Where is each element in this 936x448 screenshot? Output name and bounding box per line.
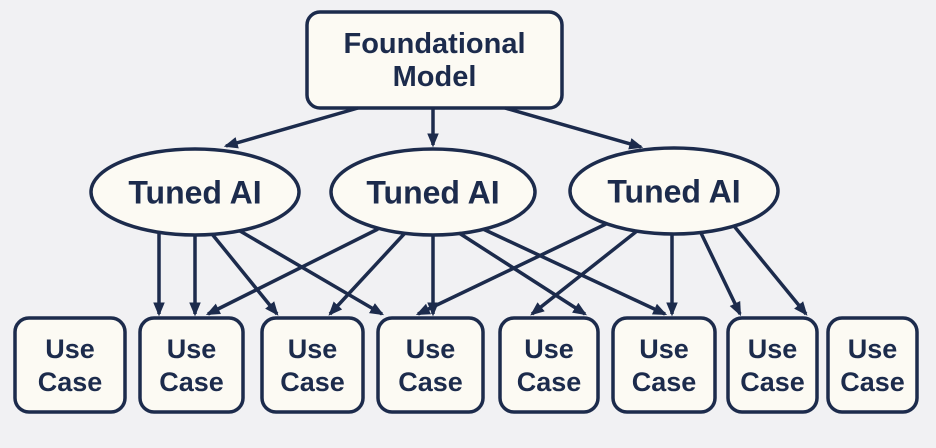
arrow-tuned-3-to-use-case-5 xyxy=(530,229,639,316)
arrow-tuned-2-to-use-case-5 xyxy=(458,231,587,316)
use-case-6-node xyxy=(611,316,717,414)
arrow-root-to-tuned-3 xyxy=(504,106,644,150)
use-case-4-label-line2: Case xyxy=(398,367,463,397)
use-case-4-node xyxy=(376,316,485,414)
use-case-7-node xyxy=(726,316,819,414)
use-case-8-label-line1: Use xyxy=(848,334,898,364)
use-case-2-label-line1: Use xyxy=(167,334,217,364)
use-case-5-label-line1: Use xyxy=(524,334,574,364)
arrow-tuned-3-to-use-case-7 xyxy=(699,232,742,317)
arrow-tuned-2-to-use-case-6 xyxy=(482,227,668,316)
use-case-5-node xyxy=(498,316,600,414)
use-case-4-label-line1: Use xyxy=(406,334,456,364)
tuned-1-label: Tuned AI xyxy=(128,175,261,211)
arrow-tuned-3-to-use-case-4 xyxy=(415,222,607,316)
foundational-model-node xyxy=(305,10,564,110)
use-case-3-node xyxy=(260,316,365,414)
tuned-3-label: Tuned AI xyxy=(607,174,740,210)
arrow-tuned-2-to-use-case-3 xyxy=(328,231,407,316)
use-case-6-label-line2: Case xyxy=(632,367,697,397)
use-case-1-label-line1: Use xyxy=(45,334,95,364)
arrow-tuned-2-to-use-case-2 xyxy=(205,227,379,316)
use-case-2-node xyxy=(138,316,245,414)
use-case-7-label-line2: Case xyxy=(740,367,805,397)
arrow-root-to-tuned-1 xyxy=(223,106,359,149)
tuned-3-node xyxy=(568,146,780,236)
root-label-line1: Foundational xyxy=(343,28,525,60)
use-case-3-label-line1: Use xyxy=(288,334,338,364)
arrow-tuned-1-to-use-case-4 xyxy=(239,229,385,316)
arrow-tuned-1-to-use-case-3 xyxy=(210,232,279,316)
tuned-2-label: Tuned AI xyxy=(366,175,499,211)
use-case-8-node xyxy=(826,316,919,414)
use-case-1-label-line2: Case xyxy=(38,367,103,397)
use-case-8-label-line2: Case xyxy=(840,367,905,397)
use-case-7-label-line1: Use xyxy=(748,334,798,364)
use-case-2-label-line2: Case xyxy=(159,367,224,397)
root-label-line2: Model xyxy=(393,61,477,93)
use-case-5-label-line2: Case xyxy=(517,367,582,397)
use-case-6-label-line1: Use xyxy=(639,334,689,364)
use-case-1-node xyxy=(13,316,127,414)
use-case-3-label-line2: Case xyxy=(280,367,345,397)
arrow-tuned-3-to-use-case-7 xyxy=(732,224,808,316)
